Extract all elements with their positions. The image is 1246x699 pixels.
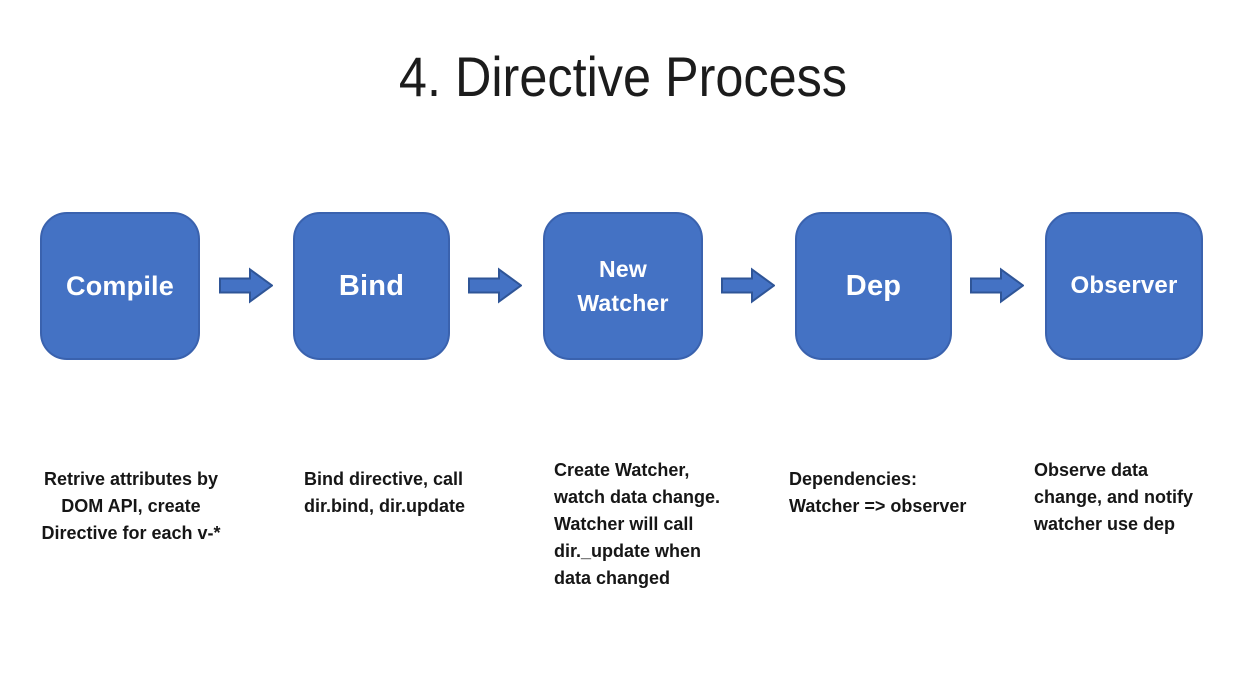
flow-step-observer: Observer	[1045, 212, 1203, 360]
flow-step-new-watcher: New Watcher	[543, 212, 703, 360]
right-arrow-icon	[970, 267, 1024, 304]
flow-step-observer-label: Observer	[1070, 272, 1178, 299]
flow-step-compile: Compile	[40, 212, 200, 360]
flow-step-compile-label: Compile	[66, 270, 174, 301]
step-description-new-watcher: Create Watcher, watch data change. Watch…	[554, 460, 721, 588]
flow-step-bind: Bind	[293, 212, 450, 360]
right-arrow-icon	[219, 267, 273, 304]
step-description-dep: Dependencies: Watcher => observer	[789, 469, 967, 516]
flow-step-dep: Dep	[795, 212, 952, 360]
step-description-bind: Bind directive, call dir.bind, dir.updat…	[304, 469, 466, 516]
flow-step-bind-label: Bind	[338, 269, 405, 302]
slide-title: 4. Directive Process	[398, 45, 848, 108]
flow-step-dep-label: Dep	[845, 269, 902, 302]
right-arrow-icon	[468, 267, 522, 304]
step-description-observer: Observe data change, and notify watcher …	[1034, 460, 1194, 534]
right-arrow-icon	[721, 267, 775, 304]
flow-step-new-watcher-label: New Watcher	[577, 256, 669, 316]
step-description-compile: Retrive attributes by DOM API, create Di…	[41, 469, 221, 543]
